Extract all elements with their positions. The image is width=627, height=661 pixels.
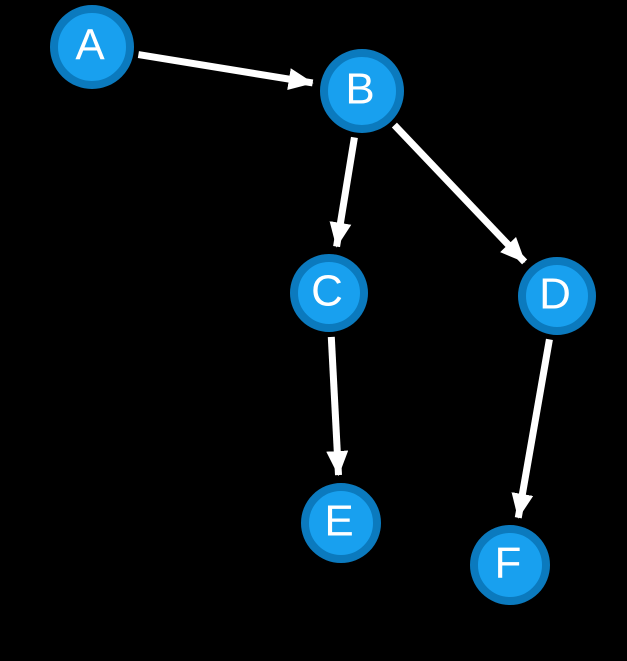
node-B[interactable]: B bbox=[320, 49, 404, 133]
node-A-circle[interactable] bbox=[50, 5, 134, 89]
node-C-circle[interactable] bbox=[290, 254, 368, 332]
node-F[interactable]: F bbox=[470, 525, 550, 605]
edge-C-E-arrow bbox=[326, 336, 349, 477]
edge-B-C-arrow bbox=[329, 136, 358, 248]
node-C[interactable]: C bbox=[290, 254, 368, 332]
edge-D-F-arrow bbox=[511, 338, 553, 519]
node-F-circle[interactable] bbox=[470, 525, 550, 605]
edge-B-D-arrow bbox=[391, 122, 528, 265]
node-D[interactable]: D bbox=[518, 257, 596, 335]
edges-layer bbox=[137, 51, 553, 519]
node-A[interactable]: A bbox=[50, 5, 134, 89]
node-D-circle[interactable] bbox=[518, 257, 596, 335]
node-E[interactable]: E bbox=[301, 483, 381, 563]
nodes-layer: A B C D E F bbox=[50, 5, 596, 605]
node-E-circle[interactable] bbox=[301, 483, 381, 563]
node-B-circle[interactable] bbox=[320, 49, 404, 133]
edge-A-B-arrow bbox=[137, 51, 314, 90]
